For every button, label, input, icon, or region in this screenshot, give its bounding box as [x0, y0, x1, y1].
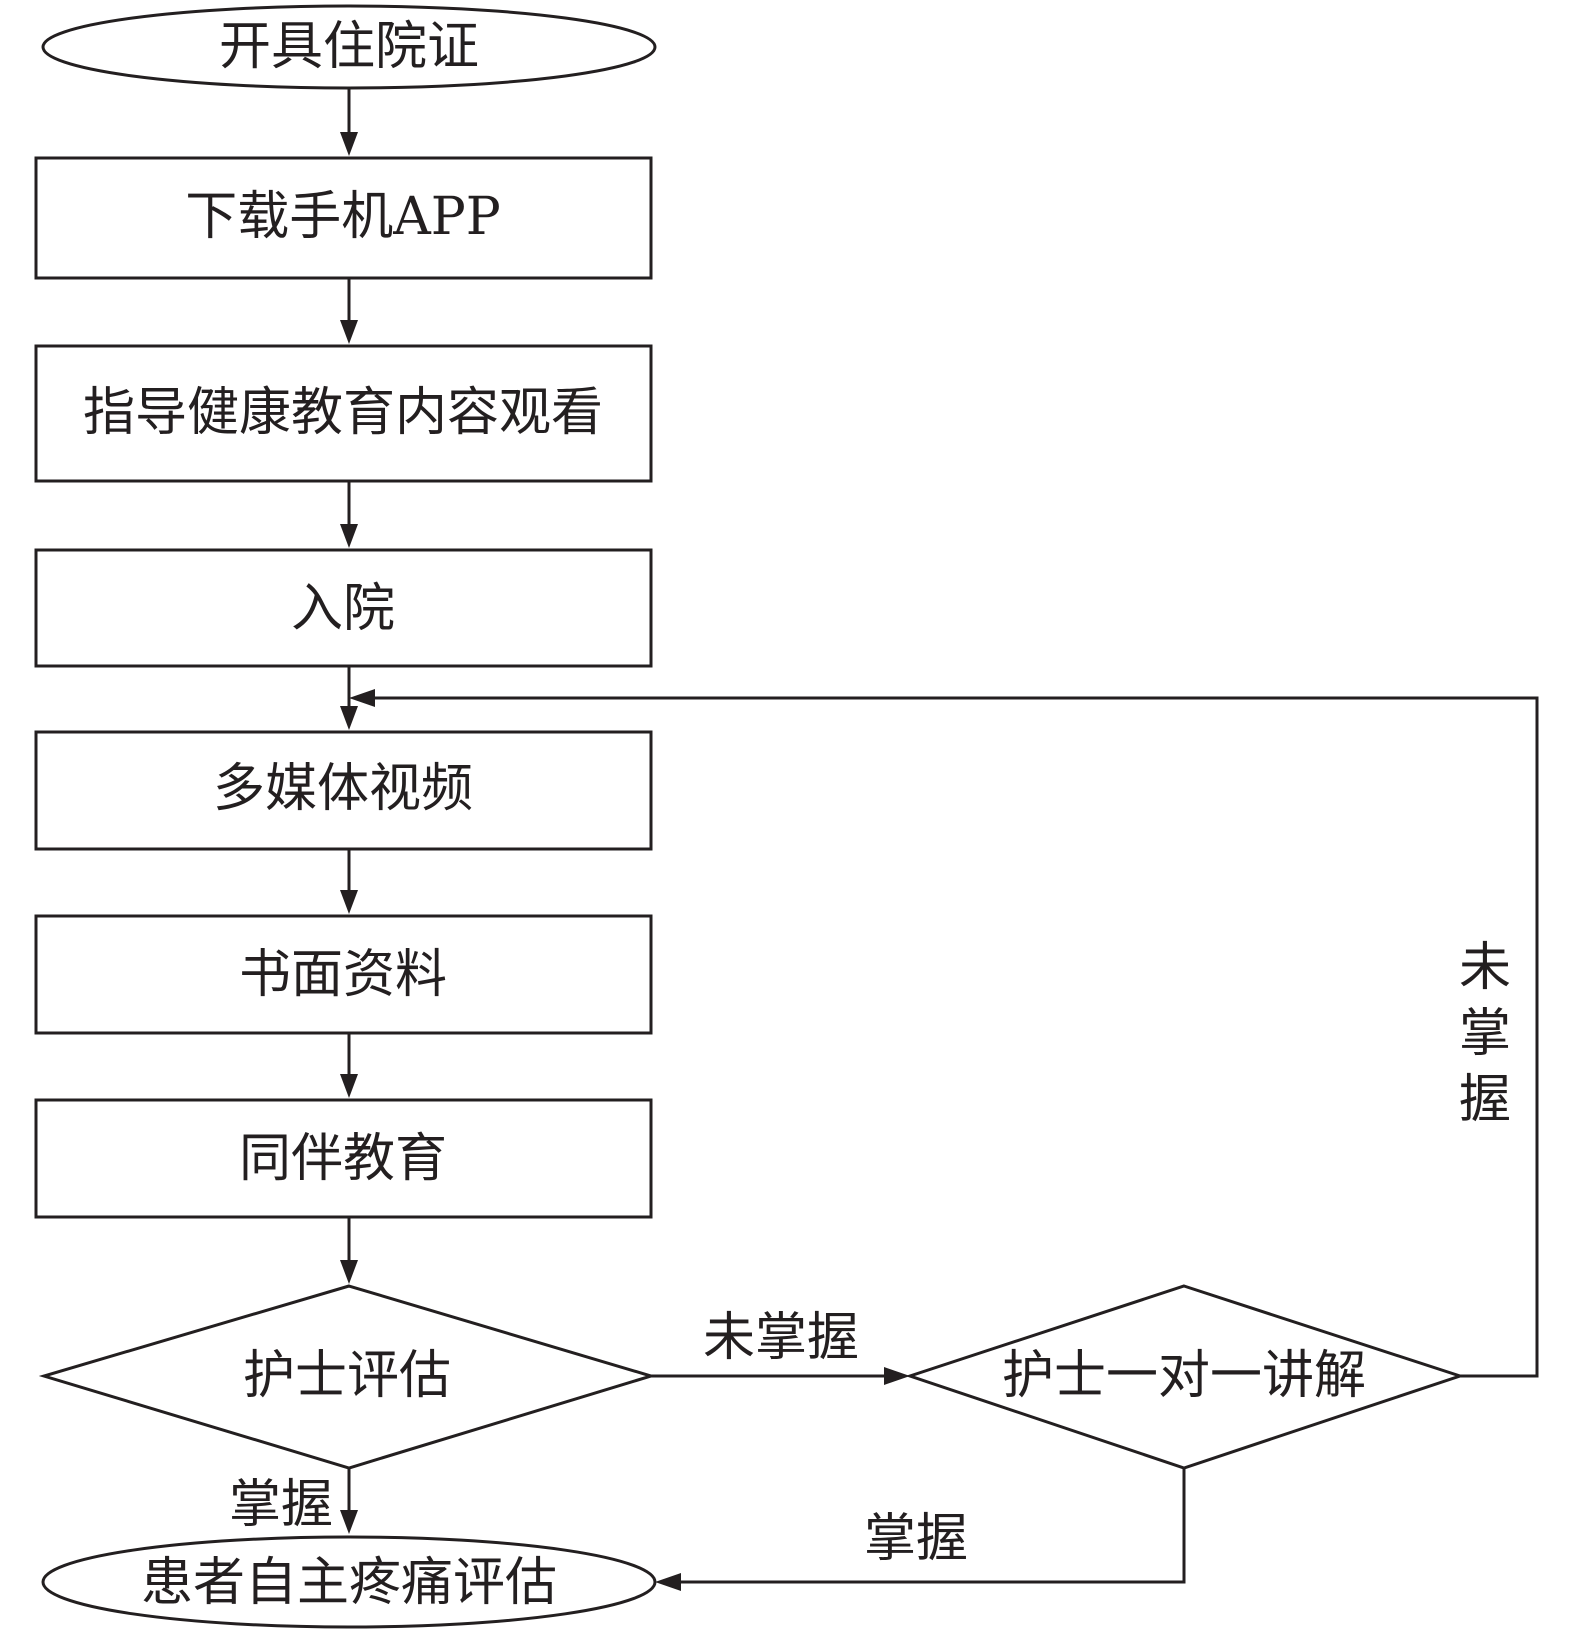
- peer-education-label: 同伴教育: [239, 1129, 447, 1189]
- arrowhead: [340, 132, 358, 156]
- admission-label: 入院: [291, 579, 395, 639]
- not-mastered-loop-label-3: 握: [1459, 1070, 1511, 1130]
- nurse-one-on-one-label: 护士一对一讲解: [1002, 1346, 1366, 1406]
- end-ellipse: [41, 1535, 657, 1629]
- arrowhead: [655, 1573, 681, 1591]
- not-mastered-loop-label-1: 未: [1459, 938, 1511, 998]
- edge-one-on-one-loop-back: [375, 696, 1539, 1378]
- guide-education-box: [34, 344, 653, 483]
- written-materials-box: [34, 914, 653, 1035]
- download-app-box: [34, 156, 653, 280]
- mastered-label: 掌握: [229, 1475, 333, 1535]
- guide-education-label: 指导健康教育内容观看: [83, 383, 603, 443]
- end-label: 患者自主疼痛评估: [141, 1553, 557, 1613]
- multimedia-video-box: [34, 730, 653, 851]
- arrowhead: [340, 524, 358, 548]
- arrowhead: [340, 1074, 358, 1098]
- peer-education-box: [34, 1098, 653, 1219]
- arrowhead: [340, 1510, 358, 1534]
- nurse-assessment-label: 护士评估: [243, 1346, 451, 1406]
- multimedia-video-label: 多媒体视频: [213, 759, 473, 819]
- nurse-one-on-one-diamond: [905, 1284, 1465, 1470]
- not-mastered-label: 未掌握: [703, 1308, 859, 1368]
- start-ellipse: [41, 4, 657, 90]
- start-label: 开具住院证: [219, 17, 479, 77]
- arrowhead: [340, 1260, 358, 1284]
- download-app-label: 下载手机APP: [185, 187, 501, 247]
- written-materials-label: 书面资料: [239, 945, 447, 1005]
- arrowhead: [340, 890, 358, 914]
- arrowhead: [340, 320, 358, 344]
- edge-one-on-one-to-end: [681, 1468, 1186, 1584]
- arrowhead: [884, 1367, 910, 1385]
- arrowhead: [340, 706, 358, 730]
- not-mastered-loop-label-2: 掌: [1459, 1004, 1511, 1064]
- nurse-assessment-diamond: [38, 1284, 657, 1470]
- admission-box: [34, 548, 653, 668]
- arrowhead: [349, 689, 375, 707]
- mastered-return-label: 掌握: [864, 1509, 968, 1569]
